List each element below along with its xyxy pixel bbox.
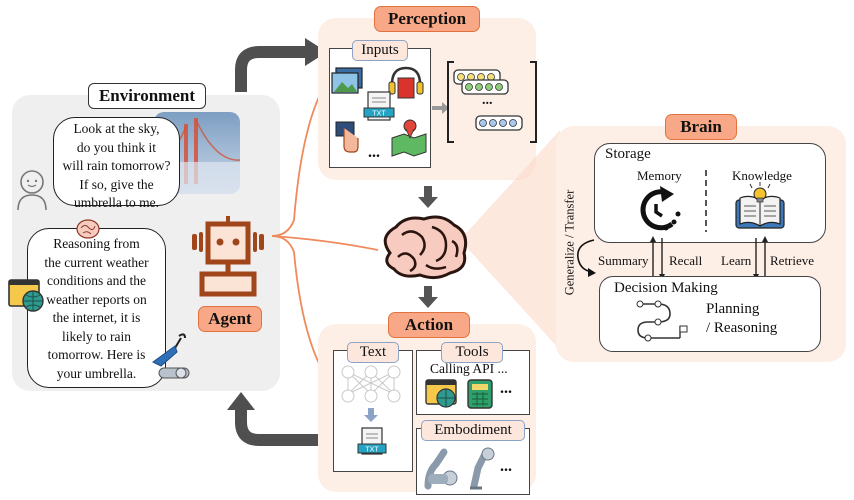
agent-message-line: Reasoning from [53, 236, 140, 251]
agent-message-line: conditions and the [47, 273, 146, 288]
user-avatar-icon [17, 170, 47, 211]
planning-label-line2: / Reasoning [706, 320, 778, 336]
memory-icon [640, 186, 681, 231]
web-browser-icon [8, 279, 44, 312]
arrow-action-to-environment [227, 392, 321, 446]
svg-text:TXT: TXT [372, 111, 386, 118]
input-modalities-icons: TXT [331, 66, 427, 157]
vectors-ellipsis: ... [482, 93, 493, 108]
storage-box [594, 143, 826, 243]
inputs-ellipsis: ... [368, 144, 380, 161]
image-icon [331, 67, 363, 94]
agent-label: Agent [198, 306, 262, 332]
map-icon [391, 119, 427, 157]
embodiment-label: Embodiment [421, 420, 525, 441]
knowledge-label: Knowledge [732, 168, 792, 183]
agent-message-line: your umbrella. [56, 365, 137, 381]
planning-label-line1: Planning [706, 301, 760, 317]
user-message-line: If so, give the [79, 176, 154, 192]
memory-label: Memory [637, 168, 682, 183]
knowledge-book-icon [735, 182, 785, 229]
tools-icons [425, 379, 493, 409]
user-message-line: umbrella to me. [73, 195, 160, 210]
robot-limbs-icon [424, 447, 495, 490]
planning-path-icon [636, 300, 688, 342]
decision-making-box [599, 276, 821, 352]
agent-robot-icon [192, 216, 264, 297]
arrow-brain-to-action [418, 286, 438, 308]
storage-divider [705, 170, 707, 232]
learn-label: Learn [721, 253, 752, 268]
recall-label: Recall [669, 253, 703, 268]
umbrella-robot-hand-icon [152, 333, 190, 379]
tools-ellipsis: ... [500, 380, 512, 397]
arrow-perception-to-brain [418, 186, 438, 208]
text-output-label: Text [347, 342, 399, 363]
agent-message-line: the internet, it is [52, 310, 141, 325]
calculator-icon [467, 379, 493, 409]
generalize-arrow-icon [577, 239, 596, 277]
brain-focus-beam [460, 130, 560, 350]
svg-text:TXT: TXT [365, 447, 379, 454]
embodiment-ellipsis: ... [500, 458, 512, 475]
small-brain-icon [76, 219, 100, 239]
embedding-vectors-icon [447, 61, 537, 143]
environment-title: Environment [88, 83, 206, 109]
action-title: Action [388, 312, 470, 338]
user-message-line: Look at the sky, [73, 121, 160, 136]
storage-label: Storage [605, 146, 651, 162]
agent-speech-bubble: Reasoning from the current weather condi… [27, 228, 166, 388]
text-generation-icon: TXT [341, 365, 401, 455]
agent-message-line: weather reports on [46, 291, 147, 307]
tools-label: Tools [441, 342, 503, 363]
user-message-line: will rain tomorrow? [62, 158, 171, 173]
web-api-icon [425, 379, 457, 408]
user-speech-bubble: Look at the sky, do you think it will ra… [53, 117, 180, 210]
agent-connector-brace [271, 79, 379, 381]
inputs-label: Inputs [352, 40, 408, 61]
arrow-environment-to-perception [235, 38, 327, 92]
txt-file-icon: TXT [363, 91, 395, 121]
perception-title: Perception [374, 6, 480, 32]
agent-message-line: the current weather [44, 254, 149, 270]
encode-arrow-icon [432, 102, 449, 114]
touch-icon [335, 121, 359, 153]
decision-making-label: Decision Making [614, 280, 718, 296]
tools-caption: Calling API ... [430, 361, 508, 376]
central-brain-icon [383, 215, 468, 280]
brain-title: Brain [665, 114, 737, 140]
agent-message-line: likely to rain [62, 328, 131, 344]
agent-message-line: tomorrow. Here is [47, 347, 146, 362]
retrieve-label: Retrieve [770, 253, 815, 268]
user-message-line: do you think it [76, 139, 157, 155]
audio-icon [388, 66, 424, 99]
summary-label: Summary [598, 253, 649, 268]
